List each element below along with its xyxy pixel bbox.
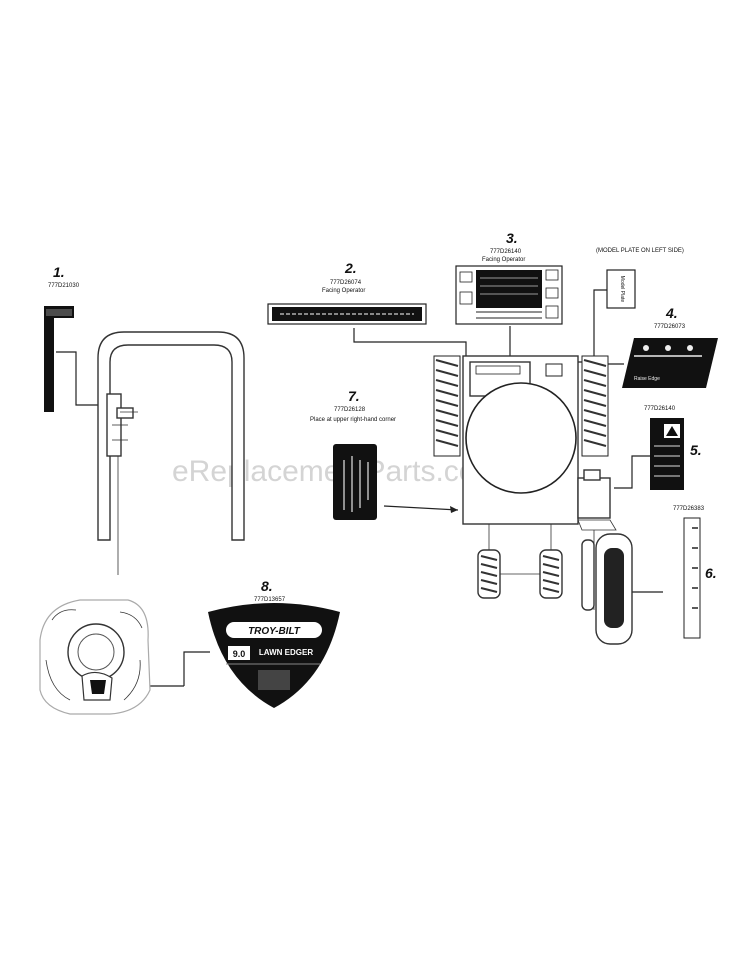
leader-model-plate bbox=[574, 289, 607, 363]
callout-5-part-number: 777D26140 bbox=[644, 406, 676, 412]
callout-6-part-number: 777D26383 bbox=[673, 506, 705, 512]
callout-2-number: 2. bbox=[344, 260, 357, 276]
decal-2 bbox=[267, 303, 427, 325]
decal-4: Raise Edge bbox=[622, 338, 718, 388]
callout-2: 2. 777D26074 Facing Operator bbox=[322, 260, 365, 294]
callout-1-number: 1. bbox=[53, 264, 65, 280]
handle-assembly bbox=[97, 331, 245, 575]
decal-3 bbox=[455, 265, 563, 325]
callout-8-number: 8. bbox=[261, 578, 273, 594]
decal-4-text: Raise Edge bbox=[634, 376, 660, 382]
leader-7 bbox=[383, 505, 459, 511]
leader-5 bbox=[614, 455, 650, 489]
callout-5: 777D26140 5. bbox=[644, 406, 702, 458]
decal-8-brand: TROY-BILT bbox=[248, 626, 301, 637]
callout-2-note: Facing Operator bbox=[322, 288, 365, 294]
callout-8-part-number: 777D13657 bbox=[254, 597, 286, 603]
callout-6: 777D26383 6. bbox=[673, 506, 717, 581]
callout-4-part-number: 777D26073 bbox=[654, 324, 686, 330]
callout-5-number: 5. bbox=[690, 442, 702, 458]
callout-3-part-number: 777D26140 bbox=[490, 249, 522, 255]
callout-3: 3. 777D26140 Facing Operator bbox=[482, 230, 525, 263]
callout-7-note: Place at upper right-hand corner bbox=[310, 417, 396, 423]
callout-7-part-number: 777D26128 bbox=[334, 407, 366, 413]
leader-8 bbox=[183, 651, 210, 686]
leader-1 bbox=[56, 351, 112, 406]
leader-2 bbox=[353, 328, 467, 356]
decal-1 bbox=[44, 306, 74, 412]
callout-2-part-number: 777D26074 bbox=[330, 280, 362, 286]
callout-6-number: 6. bbox=[705, 565, 717, 581]
callout-1: 1. 777D21030 bbox=[48, 264, 80, 289]
decal-8-torque: 9.0 bbox=[233, 649, 246, 659]
decal-8: TROY-BILT 9.0 LAWN EDGER bbox=[208, 603, 340, 708]
model-plate-note-line: (MODEL PLATE ON LEFT SIDE) bbox=[596, 248, 684, 254]
callout-7: 7. 777D26128 Place at upper right-hand c… bbox=[310, 388, 396, 423]
model-plate-note: (MODEL PLATE ON LEFT SIDE) bbox=[596, 248, 684, 254]
model-plate-label: Model Plate bbox=[619, 276, 625, 303]
edger-body bbox=[433, 355, 633, 645]
callout-4-number: 4. bbox=[665, 305, 678, 321]
model-plate: Model Plate bbox=[606, 269, 636, 309]
callout-1-part-number: 777D21030 bbox=[48, 283, 80, 289]
decal-6 bbox=[683, 517, 701, 639]
callout-7-number: 7. bbox=[348, 388, 360, 404]
callout-3-note: Facing Operator bbox=[482, 257, 525, 263]
callout-4: 4. 777D26073 bbox=[654, 305, 686, 330]
decal-5 bbox=[650, 418, 684, 490]
callout-3-number: 3. bbox=[506, 230, 518, 246]
decal-8-product: LAWN EDGER bbox=[259, 648, 313, 657]
engine-sketch bbox=[39, 599, 151, 715]
callout-8: 8. 777D13657 bbox=[254, 578, 286, 603]
decal-7 bbox=[333, 444, 377, 520]
